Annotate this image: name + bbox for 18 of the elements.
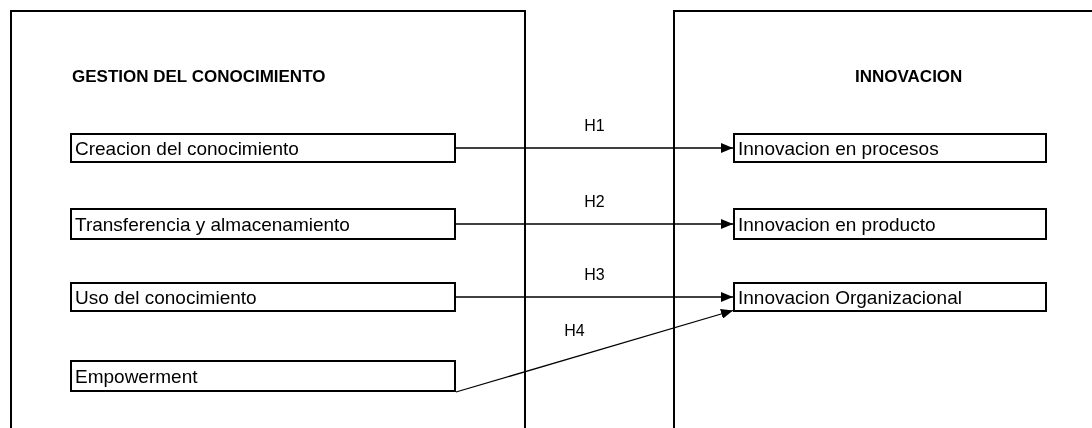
item-box: Innovacion en producto — [733, 208, 1047, 240]
panel-heading: INNOVACION — [855, 66, 963, 88]
group-panel — [673, 10, 1092, 428]
item-box: Transferencia y almacenamiento — [70, 208, 456, 240]
group-panel — [10, 10, 526, 428]
arrow — [455, 292, 734, 302]
edge-label: H1 — [582, 118, 607, 134]
item-box: Uso del conocimiento — [70, 282, 456, 312]
arrow — [455, 219, 734, 229]
arrow — [455, 143, 734, 153]
item-box: Creacion del conocimiento — [70, 133, 456, 163]
arrow — [455, 309, 734, 393]
item-box: Innovacion Organizacional — [733, 282, 1047, 312]
item-box: Empowerment — [70, 360, 456, 392]
edge-label: H3 — [582, 267, 607, 283]
edge-label: H2 — [582, 194, 607, 210]
panel-heading: GESTION DEL CONOCIMIENTO — [72, 66, 326, 88]
item-box: Innovacion en procesos — [733, 133, 1047, 163]
